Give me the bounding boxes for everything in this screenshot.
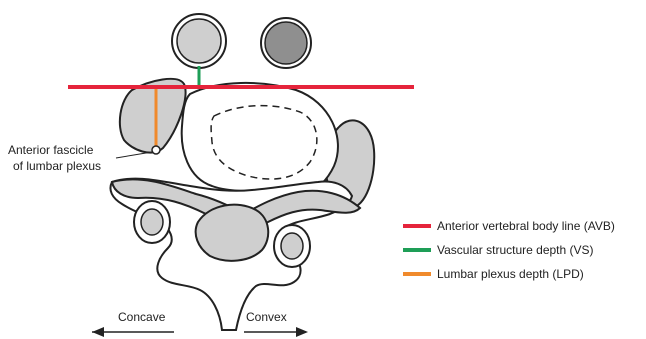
legend-item-lpd: Lumbar plexus depth (LPD) <box>403 267 584 281</box>
legend-label-vs: Vascular structure depth (VS) <box>437 243 594 257</box>
legend-item-vs: Vascular structure depth (VS) <box>403 243 594 257</box>
right-transverse-process <box>274 225 310 267</box>
legend-label-avb: Anterior vertebral body line (AVB) <box>437 219 615 233</box>
left-vessel <box>172 14 226 68</box>
left-psoas-muscle <box>120 79 186 153</box>
convex-arrow-head <box>296 327 308 337</box>
left-transverse-process <box>134 201 170 243</box>
convex-label: Convex <box>246 310 287 324</box>
concave-arrow: Concave <box>92 310 174 337</box>
legend-label-lpd: Lumbar plexus depth (LPD) <box>437 267 584 281</box>
vertebral-body <box>182 83 338 197</box>
right-vessel <box>261 18 311 68</box>
legend: Anterior vertebral body line (AVB) Vascu… <box>403 219 615 281</box>
annotation-line-1: Anterior fascicle <box>8 143 94 157</box>
annotation-leader-line <box>116 152 152 158</box>
concave-label: Concave <box>118 310 166 324</box>
convex-arrow: Convex <box>244 310 308 337</box>
anterior-fascicle-marker <box>152 146 160 154</box>
annotation-line-2: of lumbar plexus <box>13 159 101 173</box>
legend-item-avb: Anterior vertebral body line (AVB) <box>403 219 615 233</box>
spinal-canal-sac <box>196 205 269 261</box>
concave-arrow-head <box>92 327 104 337</box>
